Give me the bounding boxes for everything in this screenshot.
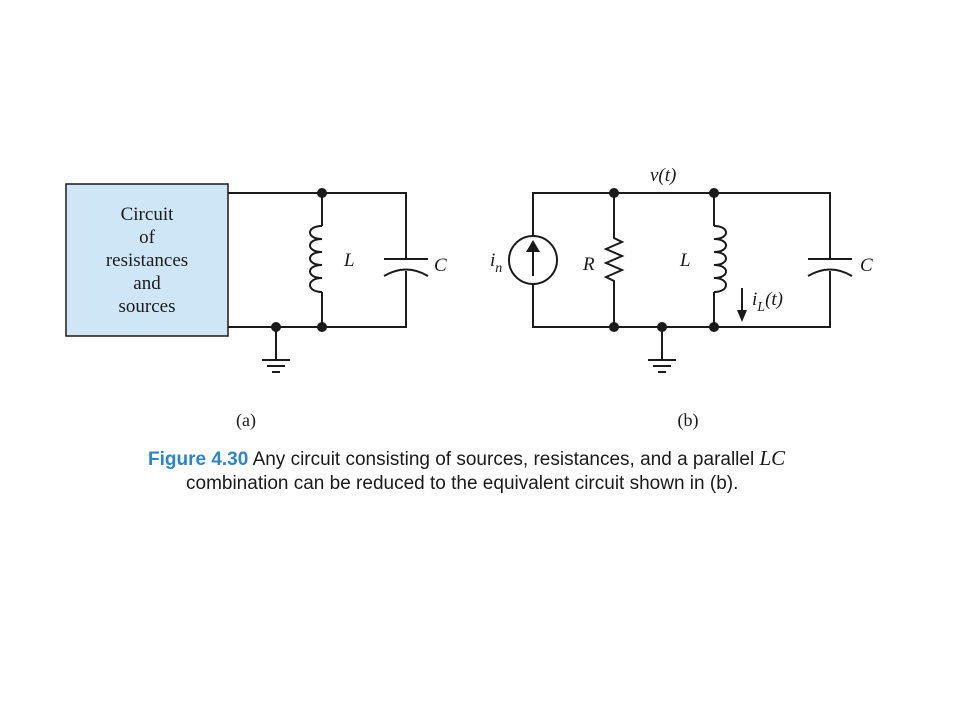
box-line-3: resistances [106, 250, 188, 271]
inductor-current-arrow-icon [737, 310, 747, 322]
inductor-label-a: L [343, 250, 355, 271]
top-wire-b [532, 192, 831, 259]
circuit-a: Circuit of resistances and sources L [65, 183, 447, 431]
sublabel-a: (a) [236, 410, 256, 431]
node-dot [609, 188, 619, 198]
box-line-2: of [139, 227, 156, 248]
caption-text-1: Any circuit consisting of sources, resis… [252, 449, 755, 470]
source-label-sub: n [495, 261, 502, 276]
current-label-tail: (t) [765, 289, 783, 310]
figure-caption: Figure 4.30 Any circuit consisting of so… [148, 446, 848, 496]
sublabel-b: (b) [678, 410, 699, 431]
top-wire-a [228, 192, 407, 259]
circuit-a-box [65, 183, 229, 337]
node-dot [271, 322, 281, 332]
circuit-b: v(t) in R L C iL(t) (b) [490, 165, 873, 431]
node-dot [317, 188, 327, 198]
figure-number: Figure 4.30 [148, 449, 249, 470]
node-dot [657, 322, 667, 332]
resistor-label: R [582, 254, 595, 275]
current-label-main: i [752, 289, 757, 310]
inductor-label-b: L [679, 250, 691, 271]
node-dot [709, 188, 719, 198]
bottom-wire-b [532, 271, 831, 328]
box-line-1: Circuit [121, 204, 174, 225]
inductor-current-label: iL(t) [752, 289, 783, 315]
caption-math: LC [759, 446, 786, 470]
capacitor-plate-bottom-b [807, 268, 853, 277]
capacitor-label-b: C [860, 255, 873, 276]
box-line-5: sources [119, 296, 176, 317]
current-source-arrow-icon [526, 240, 540, 252]
inductor-symbol-a [309, 225, 323, 293]
source-label: in [490, 250, 502, 276]
caption-text-2: combination can be reduced to the equiva… [186, 473, 739, 494]
capacitor-plate-bottom-a [383, 268, 429, 277]
capacitor-label-a: C [434, 255, 447, 276]
node-dot [317, 322, 327, 332]
ground-symbol-b [648, 359, 676, 373]
bottom-wire-a [228, 271, 407, 328]
source-label-main: i [490, 250, 495, 271]
node-dot [609, 322, 619, 332]
box-line-4: and [133, 273, 161, 294]
current-label-sub: L [756, 300, 765, 315]
inductor-symbol-b [713, 225, 727, 293]
ground-symbol-a [262, 359, 290, 373]
resistor-symbol [603, 193, 625, 327]
voltage-label: v(t) [650, 165, 676, 186]
node-dot [709, 322, 719, 332]
